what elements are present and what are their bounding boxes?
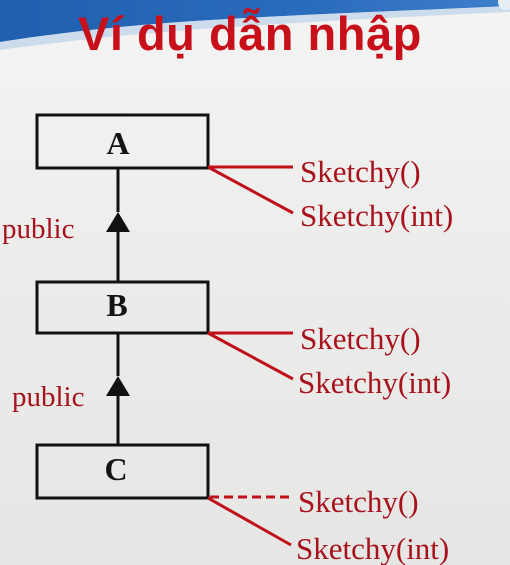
slide-title: Ví dụ dẫn nhập [78, 7, 422, 60]
method-connector [207, 331, 294, 381]
method-connector [207, 165, 294, 215]
class-a: A [35, 113, 210, 170]
inheritance-c-to-b: public [12, 333, 130, 445]
class-a-method-1: Sketchy() [300, 154, 421, 189]
class-a-name: A [106, 125, 129, 161]
class-c-methods: Sketchy() Sketchy(int) [207, 484, 449, 565]
inheritance-arrowhead-icon [106, 376, 130, 396]
class-a-method-2: Sketchy(int) [300, 198, 453, 233]
method-connector [207, 496, 292, 547]
class-b-methods: Sketchy() Sketchy(int) [207, 321, 451, 400]
class-c-name: C [104, 451, 127, 487]
class-c: C [35, 443, 210, 500]
class-a-box [35, 113, 210, 170]
class-c-method-1: Sketchy() [298, 484, 419, 519]
class-b-method-1: Sketchy() [300, 321, 421, 356]
class-b: B [35, 280, 210, 335]
class-b-box [35, 280, 210, 335]
class-b-name: B [106, 287, 127, 323]
inheritance-arrowhead-icon [106, 212, 130, 232]
inheritance-label-b-a: public [2, 213, 75, 245]
inheritance-b-to-a: public [2, 168, 130, 282]
inheritance-label-c-b: public [12, 381, 85, 413]
header-swoosh [0, 0, 510, 50]
class-c-box [35, 443, 210, 500]
class-c-method-2: Sketchy(int) [296, 531, 449, 565]
class-b-method-2: Sketchy(int) [298, 365, 451, 400]
class-a-methods: Sketchy() Sketchy(int) [207, 154, 453, 233]
header-band: Ví dụ dẫn nhập [0, 0, 510, 60]
